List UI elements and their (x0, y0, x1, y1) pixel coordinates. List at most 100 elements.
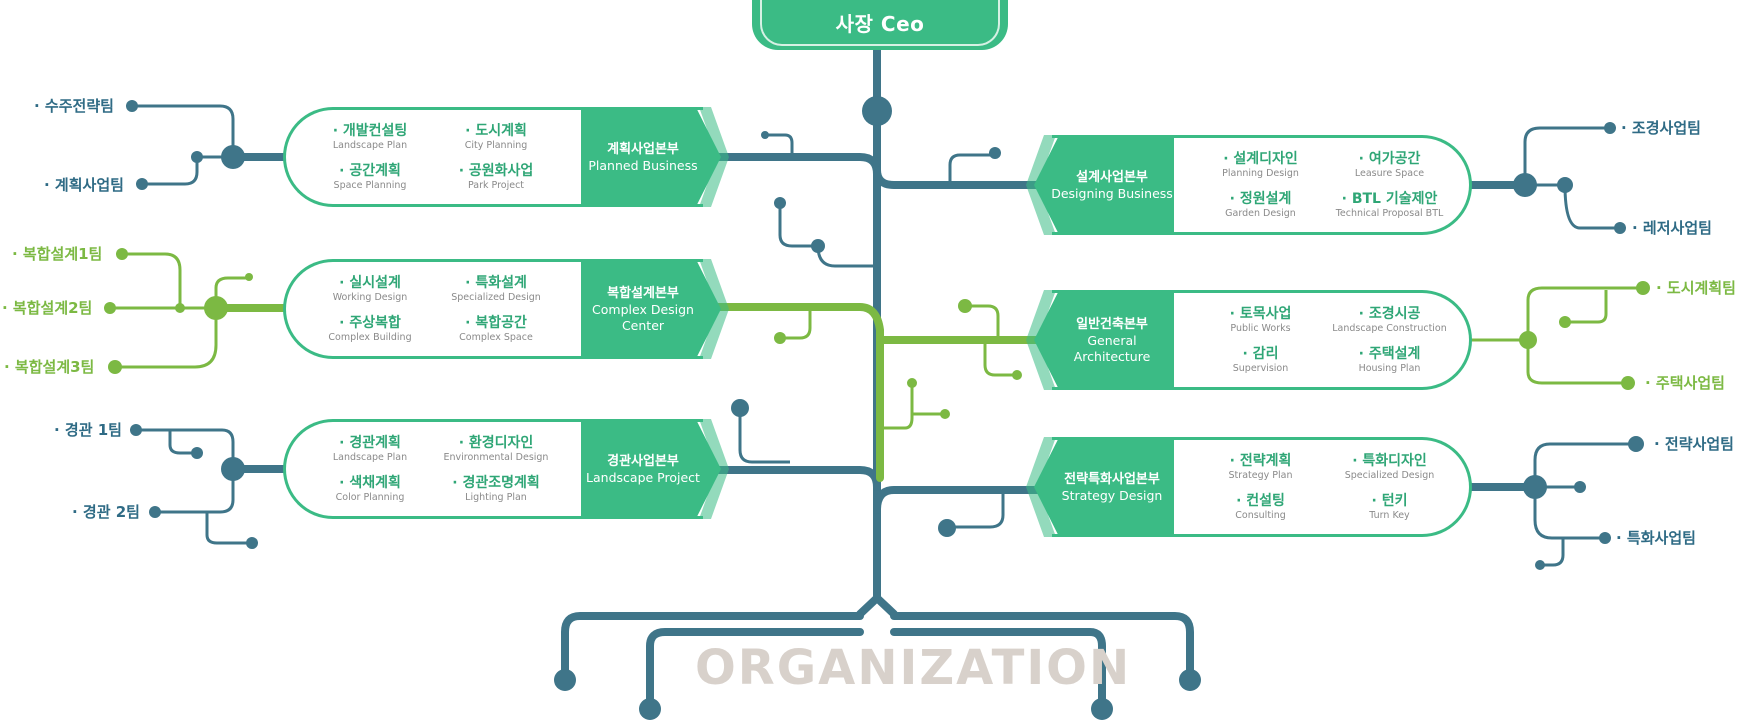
unit-name-en: Planned Business (588, 157, 698, 173)
item-en: Specialized Design (451, 291, 541, 303)
unit-name-en: General Architecture (1073, 332, 1151, 364)
team-label: · 도시계획팀 (1656, 279, 1736, 297)
unit-name-en: Complex Design Center (592, 301, 694, 333)
item-en: Landscape Construction (1332, 322, 1447, 334)
item-en: Supervision (1232, 362, 1289, 374)
item-ko: · 실시설계 (339, 274, 401, 291)
item-ko: · 여가공간 (1358, 150, 1421, 167)
item-en: City Planning (464, 139, 528, 151)
team-label: · 계획사업팀 (44, 176, 124, 194)
item-ko: · 경관조명계획 (452, 474, 540, 491)
item-en: Housing Plan (1358, 362, 1421, 374)
item-en: Space Planning (333, 179, 407, 191)
team-label: · 레저사업팀 (1632, 219, 1712, 237)
item-en: Leasure Space (1354, 167, 1425, 179)
item-en: Consulting (1235, 509, 1286, 521)
item-ko: · 도시계획 (465, 122, 527, 139)
ceo-label: 사장 Ceo (760, 0, 1000, 46)
item-ko: · 환경디자인 (458, 434, 534, 451)
unit-name-en: Designing Business (1051, 185, 1173, 201)
item-en: Garden Design (1225, 207, 1296, 219)
team-label: · 경관 1팀 (54, 421, 122, 439)
item-en: Strategy Plan (1228, 469, 1293, 481)
item-en: Color Planning (335, 491, 405, 503)
item-ko: · 공간계획 (339, 162, 401, 179)
item-ko: · 감리 (1242, 345, 1279, 362)
team-label: · 특화사업팀 (1616, 529, 1696, 547)
item-ko: · 경관계획 (339, 434, 401, 451)
item-ko: · 색채계획 (339, 474, 401, 491)
team-label: · 복합설계1팀 (12, 245, 103, 263)
item-ko: · 복합공간 (465, 314, 527, 331)
item-en: Technical Proposal BTL (1335, 207, 1444, 219)
unit-name-en: Landscape Project (586, 469, 700, 485)
team-label: · 조경사업팀 (1621, 119, 1701, 137)
unit-name-ko: 복합설계본부 (607, 285, 679, 301)
item-ko: · BTL 기술제안 (1341, 190, 1438, 207)
unit-name-en: Strategy Design (1061, 487, 1163, 503)
item-ko: · 주택설계 (1358, 345, 1421, 362)
item-ko: · 전략계획 (1229, 452, 1292, 469)
unit-name-ko: 경관사업본부 (607, 453, 679, 469)
item-ko: · 토목사업 (1229, 305, 1292, 322)
item-en: Complex Space (459, 331, 533, 343)
item-en: Working Design (332, 291, 408, 303)
item-ko: · 턴키 (1371, 492, 1408, 509)
item-en: Public Works (1230, 322, 1291, 334)
item-ko: · 설계디자인 (1223, 150, 1298, 167)
item-en: Environmental Design (443, 451, 549, 463)
team-label: · 경관 2팀 (72, 503, 140, 521)
item-en: Landscape Plan (332, 451, 408, 463)
item-en: Specialized Design (1344, 469, 1435, 481)
item-ko: · 특화디자인 (1352, 452, 1427, 469)
team-label: · 복합설계3팀 (4, 358, 95, 376)
item-ko: · 주상복합 (339, 314, 401, 331)
team-label: · 수주전략팀 (34, 97, 114, 115)
unit-name-ko: 설계사업본부 (1076, 169, 1148, 185)
team-label: · 전략사업팀 (1654, 435, 1734, 453)
ceo-node: 사장 Ceo (752, 0, 1008, 50)
team-label: · 복합설계2팀 (2, 299, 93, 317)
unit-name-ko: 전략특화사업본부 (1064, 471, 1160, 487)
item-en: Turn Key (1369, 509, 1410, 521)
team-label: · 주택사업팀 (1645, 374, 1725, 392)
item-en: Park Project (467, 179, 525, 191)
item-ko: · 컨설팅 (1236, 492, 1285, 509)
item-en: Landscape Plan (332, 139, 408, 151)
item-ko: · 개발컨설팅 (332, 122, 408, 139)
